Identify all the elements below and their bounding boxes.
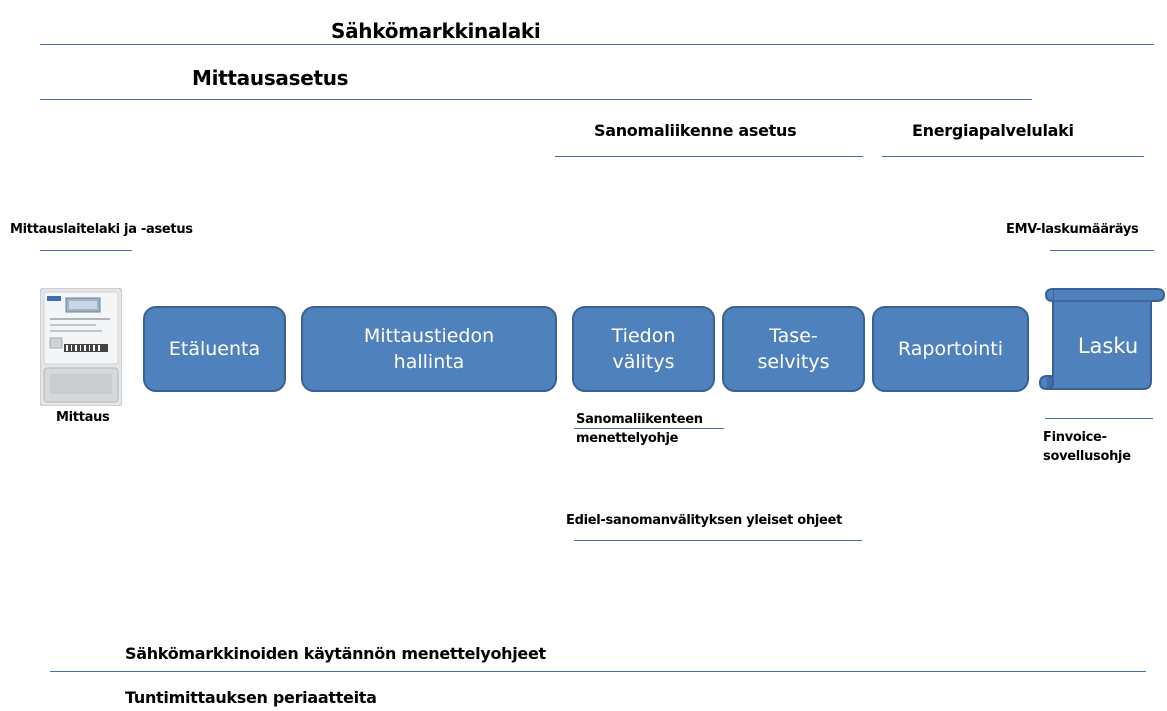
step-etaluenta-label: Etäluenta xyxy=(168,338,261,360)
law-mittausasetus: Mittausasetus xyxy=(192,66,349,90)
guide-ediel: Ediel-sanomanvälityksen yleiset ohjeet xyxy=(566,513,842,528)
rule-mittausasetus xyxy=(40,99,1032,100)
step-taseselvitys: Tase- selvitys xyxy=(722,306,865,392)
step-tiedon-valitys: Tiedon välitys xyxy=(572,306,715,392)
law-sanomaliikenne-asetus: Sanomaliikenne asetus xyxy=(594,121,797,140)
guide-finvoice-line1: Finvoice- xyxy=(1043,430,1107,445)
step-mittaustiedon-line1: Mittaustiedon xyxy=(363,325,495,347)
guide-finvoice: Finvoice- sovellusohje xyxy=(1043,428,1131,466)
rule-mittauslaitelaki xyxy=(40,250,132,251)
electricity-meter-icon xyxy=(40,288,122,406)
guide-finvoice-line2: sovellusohje xyxy=(1043,449,1131,464)
rule-sanomaliikenne-asetus xyxy=(555,156,863,157)
rule-energiapalvelulaki xyxy=(882,156,1144,157)
step-etaluenta: Etäluenta xyxy=(143,306,286,392)
rule-emv-laskumaarays xyxy=(1050,250,1154,251)
guide-sanomaliikenteen: Sanomaliikenteen menettelyohje xyxy=(576,410,703,448)
rule-sahkomarkkinalaki xyxy=(40,44,1154,45)
invoice-label: Lasku xyxy=(1077,334,1139,358)
step-mittaustiedon-line2: hallinta xyxy=(393,351,465,373)
law-energiapalvelulaki: Energiapalvelulaki xyxy=(912,121,1074,140)
law-emv-laskumaarays: EMV-laskumääräys xyxy=(1006,222,1139,237)
law-mittauslaitelaki: Mittauslaitelaki ja -asetus xyxy=(10,222,193,237)
guide-tuntimittaus: Tuntimittauksen periaatteita xyxy=(125,688,377,707)
step-raportointi: Raportointi xyxy=(872,306,1029,392)
step-tase-line1: Tase- xyxy=(769,325,818,347)
law-sahkomarkkinalaki: Sähkömarkkinalaki xyxy=(331,19,541,43)
guide-kaytannon: Sähkömarkkinoiden käytännön menettelyohj… xyxy=(125,644,546,663)
meter-label: Mittaus xyxy=(56,410,110,425)
guide-sanomaliikenteen-line2: menettelyohje xyxy=(576,431,679,446)
rule-ediel xyxy=(574,540,862,541)
step-mittaustiedon-hallinta: Mittaustiedon hallinta xyxy=(301,306,557,392)
step-tase-line2: selvitys xyxy=(757,351,830,373)
guide-sanomaliikenteen-line1: Sanomaliikenteen xyxy=(576,412,703,427)
rule-finvoice xyxy=(1045,418,1153,419)
step-raportointi-label: Raportointi xyxy=(897,338,1004,360)
invoice-scroll-icon xyxy=(1039,288,1166,390)
step-tiedon-line1: Tiedon xyxy=(611,325,676,347)
rule-sanomaliikenteen xyxy=(574,428,724,429)
rule-kaytannon xyxy=(50,671,1146,672)
step-tiedon-line2: välitys xyxy=(612,351,675,373)
